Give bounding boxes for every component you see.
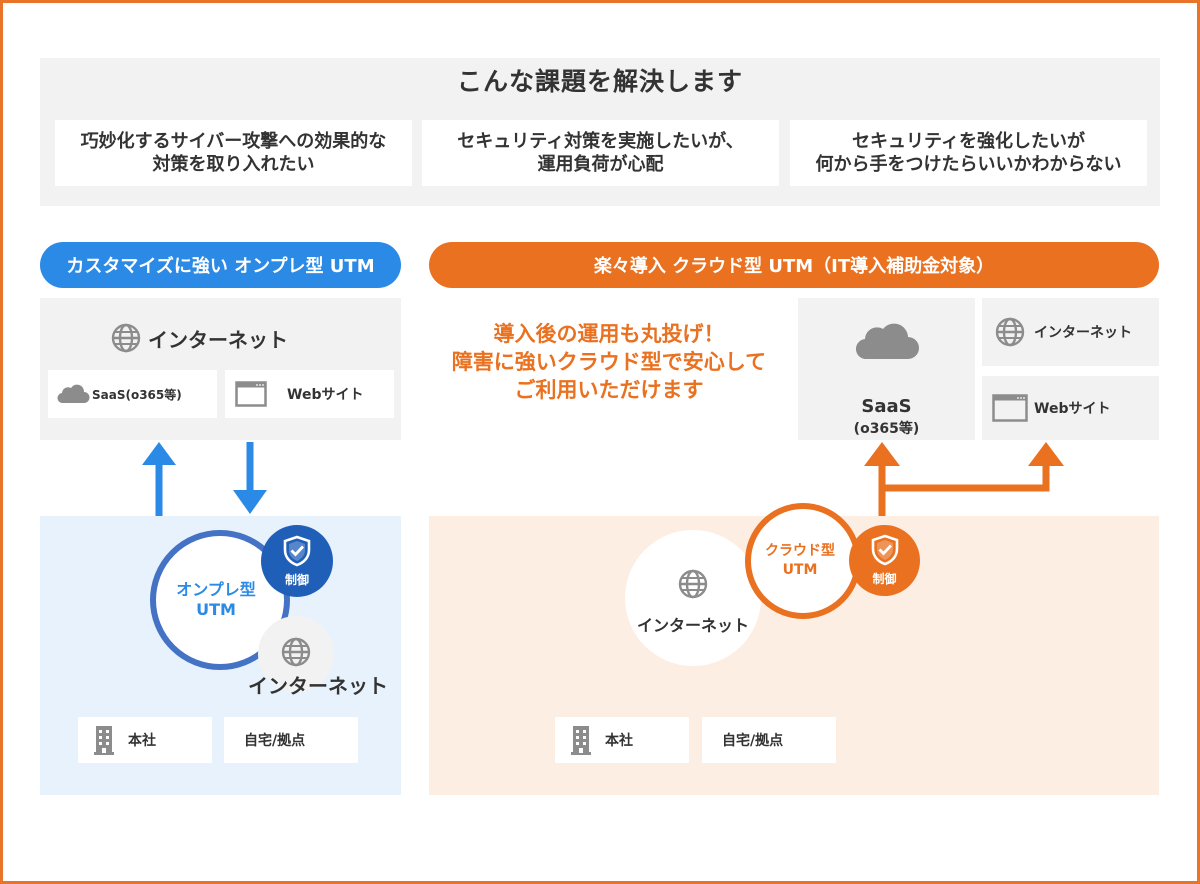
arrow-up-icon	[142, 442, 176, 518]
right-hq-box: 本社	[555, 717, 689, 763]
right-saas-box: SaaS (o365等)	[798, 298, 975, 440]
cloud-utm-label-1: クラウド型	[765, 543, 835, 559]
right-internet-label: インターネット	[1034, 325, 1132, 341]
left-internet-circle-label: インターネット	[248, 674, 388, 698]
left-internet-circle	[258, 616, 334, 692]
right-web-label: Webサイト	[1034, 401, 1111, 417]
globe-icon	[995, 317, 1025, 347]
browser-icon	[235, 381, 267, 407]
issue-card-2: セキュリティ対策を実施したいが、 運用負荷が心配	[422, 120, 779, 186]
cloud-utm-header: 楽々導入 クラウド型 UTM（IT導入補助金対象）	[429, 242, 1159, 288]
cloud-icon	[57, 384, 90, 404]
left-control-label: 制御	[284, 572, 309, 587]
shield-check-icon	[283, 535, 311, 566]
globe-icon	[281, 637, 311, 667]
right-arrows	[864, 442, 1064, 520]
left-web-label: Webサイト	[287, 387, 364, 403]
globe-icon	[111, 323, 141, 353]
issue-card-1: 巧妙化するサイバー攻撃への効果的な 対策を取り入れたい	[55, 120, 412, 186]
left-home-label: 自宅/拠点	[244, 733, 306, 749]
cloud-tagline: 導入後の運用も丸投げ！ 障害に強いクラウド型で安心して ご利用いただけます	[429, 320, 789, 404]
building-icon	[571, 726, 591, 755]
shield-check-icon	[871, 534, 898, 566]
cloud-tagline-line-3: ご利用いただけます	[514, 378, 704, 402]
left-network-panel: オンプレ型 UTM 制御 インターネット	[40, 516, 401, 795]
left-home-box: 自宅/拠点	[224, 717, 358, 763]
issues-title: こんな課題を解決します	[456, 67, 743, 96]
right-home-box: 自宅/拠点	[702, 717, 836, 763]
left-internet-heading: インターネット	[110, 322, 288, 354]
right-control-badge: 制御	[849, 525, 920, 596]
cloud-utm-label-2: UTM	[782, 562, 818, 578]
arrow-up-icon	[864, 442, 900, 520]
left-web-box: Webサイト	[225, 370, 394, 418]
right-network-panel: インターネット クラウド型 UTM 制御 本社 自宅/拠点	[429, 503, 1159, 795]
issues-panel: こんな課題を解決します 巧妙化するサイバー攻撃への効果的な 対策を取り入れたい …	[40, 58, 1160, 206]
browser-icon	[992, 394, 1028, 422]
issue-card-3: セキュリティを強化したいが 何から手をつけたらいいかわからない	[790, 120, 1147, 186]
left-saas-label: SaaS(o365等)	[92, 387, 182, 402]
right-internet-circle-label: インターネット	[636, 616, 749, 635]
right-saas-label-1: SaaS	[861, 396, 912, 417]
cloud-utm-circle: クラウド型 UTM	[745, 503, 861, 619]
left-control-badge: 制御	[261, 525, 333, 597]
building-icon	[94, 726, 114, 755]
arrow-up-icon	[1028, 442, 1064, 466]
cloud-icon	[855, 323, 919, 360]
right-internet-circle: インターネット	[625, 530, 761, 666]
left-saas-box: SaaS(o365等)	[48, 370, 217, 418]
right-hq-label: 本社	[605, 733, 633, 749]
right-web-box: Webサイト	[982, 376, 1159, 440]
right-home-label: 自宅/拠点	[722, 733, 784, 749]
onprem-utm-label-2: UTM	[196, 600, 236, 619]
cloud-tagline-line-1: 導入後の運用も丸投げ！	[493, 322, 725, 346]
branch-line	[882, 462, 1050, 492]
onprem-utm-header: カスタマイズに強い オンプレ型 UTM	[40, 242, 401, 288]
right-control-label: 制御	[872, 572, 897, 586]
onprem-utm-label-1: オンプレ型	[176, 580, 256, 599]
right-internet-box: インターネット	[982, 298, 1159, 366]
left-internet-label: インターネット	[148, 327, 288, 352]
left-arrows	[142, 442, 267, 518]
right-saas-label-2: (o365等)	[853, 421, 920, 437]
left-hq-box: 本社	[78, 717, 212, 763]
globe-icon	[678, 569, 708, 599]
left-internet-panel: インターネット SaaS(o365等) Webサイト	[40, 298, 401, 440]
cloud-tagline-line-2: 障害に強いクラウド型で安心して	[451, 350, 767, 374]
left-hq-label: 本社	[128, 733, 156, 749]
arrow-down-icon	[233, 442, 267, 514]
